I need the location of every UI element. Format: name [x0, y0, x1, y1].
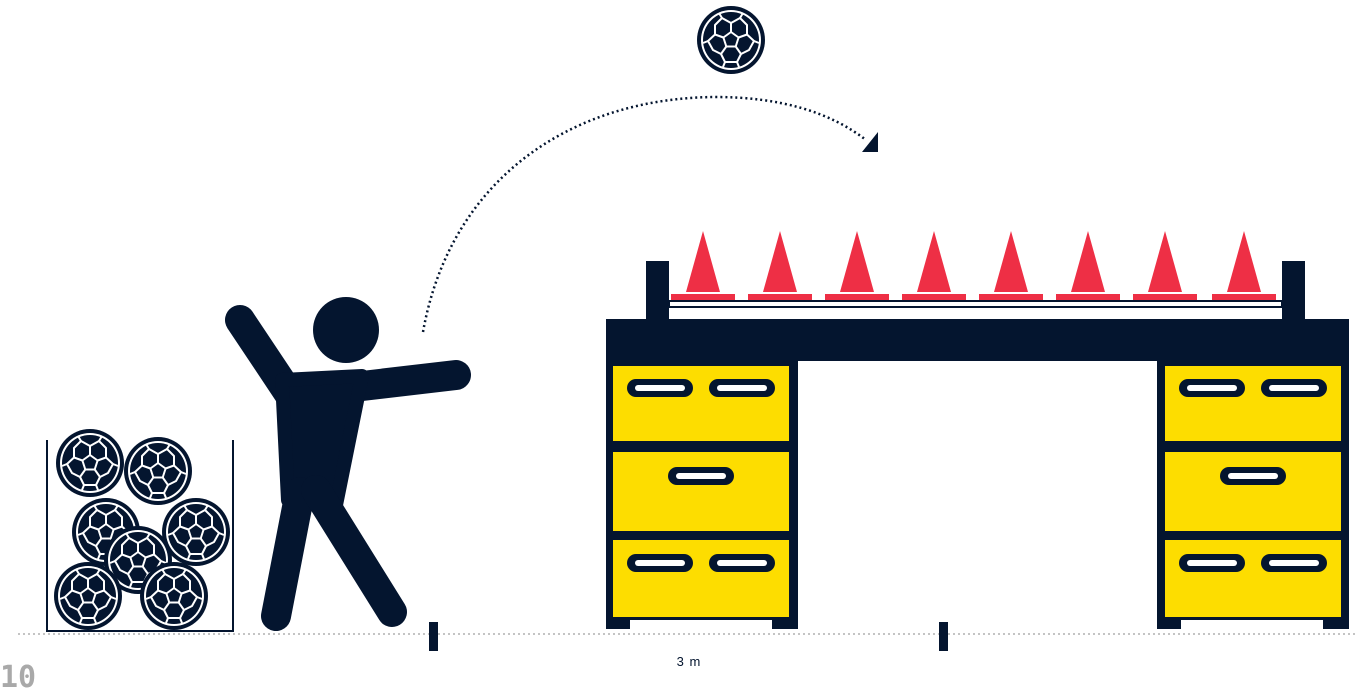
traffic-cone-icon	[1212, 231, 1276, 300]
traffic-cone-icon	[748, 231, 812, 300]
distance-marker-left	[429, 622, 438, 651]
step-number: 10	[0, 660, 37, 695]
traffic-cone-icon	[1056, 231, 1120, 300]
cone-row	[671, 231, 1276, 300]
desk-icon	[606, 261, 1349, 629]
handball-icon	[696, 5, 766, 75]
distance-label: 3 m	[676, 654, 702, 669]
traffic-cone-icon	[902, 231, 966, 300]
arrow-icon	[862, 132, 878, 152]
traffic-cone-icon	[671, 231, 735, 300]
distance-marker-right	[939, 622, 948, 651]
traffic-cone-icon	[979, 231, 1043, 300]
person-throwing-icon	[225, 297, 471, 631]
ball-bin-icon	[46, 428, 234, 632]
traffic-cone-icon	[825, 231, 889, 300]
traffic-cone-icon	[1133, 231, 1197, 300]
